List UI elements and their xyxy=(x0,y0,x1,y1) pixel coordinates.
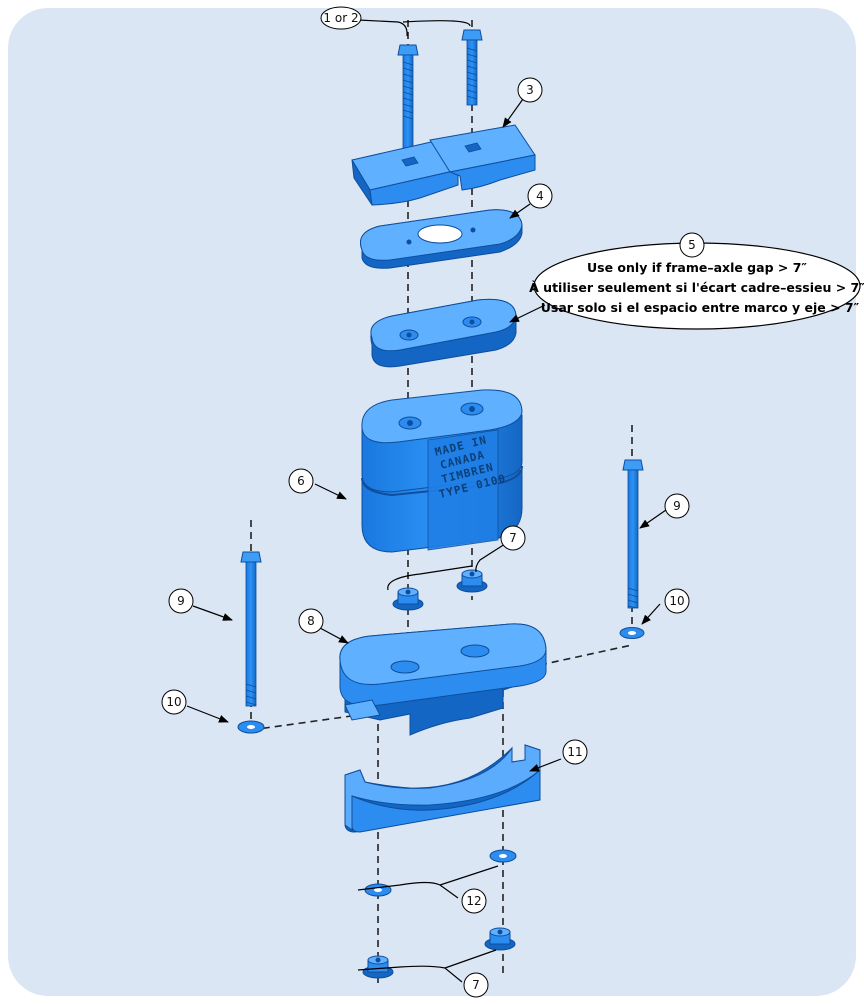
callout-spacer-plate: 4 xyxy=(527,183,553,209)
top-bolt-left xyxy=(397,44,419,151)
callout-nut-lower: 7 xyxy=(463,972,489,998)
svg-text:9: 9 xyxy=(673,499,681,513)
svg-text:3: 3 xyxy=(526,83,534,97)
callout-nut-upper: 7 xyxy=(500,525,526,551)
callout-bolts: 1 or 2 xyxy=(320,6,362,30)
washer-right xyxy=(619,627,645,639)
callout-base-plate: 8 xyxy=(298,608,324,634)
leader-lines xyxy=(186,19,667,983)
svg-text:7: 7 xyxy=(509,531,517,545)
callout-bubbles: 1 or 2 3 4 6 7 9 10 9 xyxy=(161,6,690,998)
top-clamp-blocks xyxy=(351,124,536,206)
spacer-plate xyxy=(360,209,523,269)
callout-timbren-spring: 6 xyxy=(288,468,314,494)
svg-text:10: 10 xyxy=(669,594,684,608)
top-bolt-right xyxy=(461,29,483,106)
callout-axle-bracket: 11 xyxy=(562,739,588,765)
svg-text:9: 9 xyxy=(177,594,185,608)
optional-spacer-note: 5 Use only if frame–axle gap > 7″ À util… xyxy=(529,232,864,330)
callout-washer-left: 10 xyxy=(161,689,187,715)
washer-left xyxy=(237,720,265,734)
note-line-french: À utiliser seulement si l'écart cadre–es… xyxy=(529,280,864,295)
svg-text:10: 10 xyxy=(166,695,181,709)
callout-optional-spacer: 5 xyxy=(688,238,696,252)
long-bolt-right xyxy=(622,459,644,609)
callout-lower-washer: 12 xyxy=(461,888,487,914)
svg-text:8: 8 xyxy=(307,614,315,628)
timbren-rubber-spring xyxy=(361,389,523,553)
callout-top-clamp: 3 xyxy=(517,77,543,103)
svg-text:7: 7 xyxy=(472,978,480,992)
svg-text:1 or 2: 1 or 2 xyxy=(323,11,358,25)
callout-u-bolt-right: 9 xyxy=(664,493,690,519)
svg-text:12: 12 xyxy=(466,894,481,908)
optional-spacer xyxy=(370,298,517,368)
svg-text:4: 4 xyxy=(536,189,544,203)
upper-flange-nuts xyxy=(392,569,488,611)
note-line-english: Use only if frame–axle gap > 7″ xyxy=(587,260,807,275)
callout-u-bolt-left: 9 xyxy=(168,588,194,614)
note-line-spanish: Usar solo si el espacio entre marco y ej… xyxy=(541,300,860,315)
svg-text:11: 11 xyxy=(567,745,582,759)
lower-flange-nuts xyxy=(362,927,516,979)
axle-bracket xyxy=(344,744,541,833)
callout-washer-right: 10 xyxy=(664,588,690,614)
long-bolt-left xyxy=(240,551,262,707)
svg-text:6: 6 xyxy=(297,474,305,488)
base-plate xyxy=(339,623,547,736)
